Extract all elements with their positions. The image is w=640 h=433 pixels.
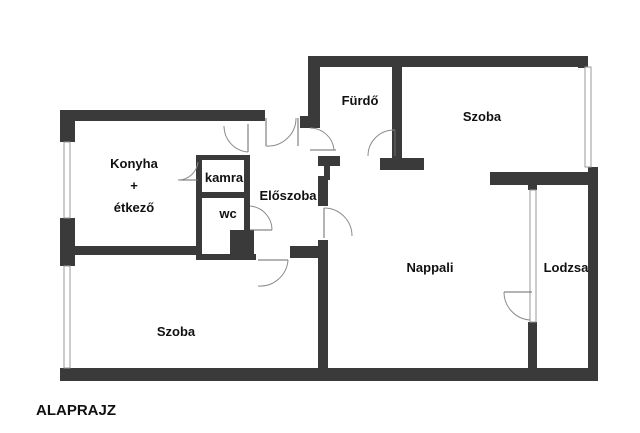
room-labels: Konyha + étkező kamra wc Előszoba Fürdő …	[110, 93, 589, 339]
label-etkezo: étkező	[114, 200, 155, 215]
window-lodzsa	[529, 189, 537, 323]
label-szoba-top: Szoba	[463, 109, 502, 124]
label-kamra: kamra	[205, 170, 244, 185]
door-lodzsa	[503, 291, 532, 321]
windows	[63, 66, 592, 369]
doors	[177, 117, 532, 321]
window-kitchen	[63, 141, 71, 219]
label-konyha: Konyha	[110, 156, 158, 171]
door-nappali	[323, 207, 353, 238]
label-wc: wc	[218, 206, 236, 221]
label-eloszoba: Előszoba	[259, 188, 317, 203]
door-kitchen	[223, 124, 249, 153]
door-entrance	[265, 117, 299, 147]
window-top-room	[584, 66, 592, 168]
label-furdo: Fürdő	[342, 93, 379, 108]
door-bottom-room	[257, 259, 289, 287]
window-bottom-room	[63, 265, 71, 369]
label-konyha-plus: +	[130, 178, 138, 193]
label-lodzsa: Lodzsa	[544, 260, 590, 275]
plan-title: ALAPRAJZ	[36, 402, 116, 419]
door-bathroom	[367, 129, 396, 157]
door-kamra	[177, 161, 199, 181]
walls	[60, 56, 598, 381]
label-nappali: Nappali	[407, 260, 454, 275]
label-szoba-bottom: Szoba	[157, 324, 196, 339]
door-hall-small	[309, 127, 336, 151]
door-wc	[249, 205, 273, 231]
